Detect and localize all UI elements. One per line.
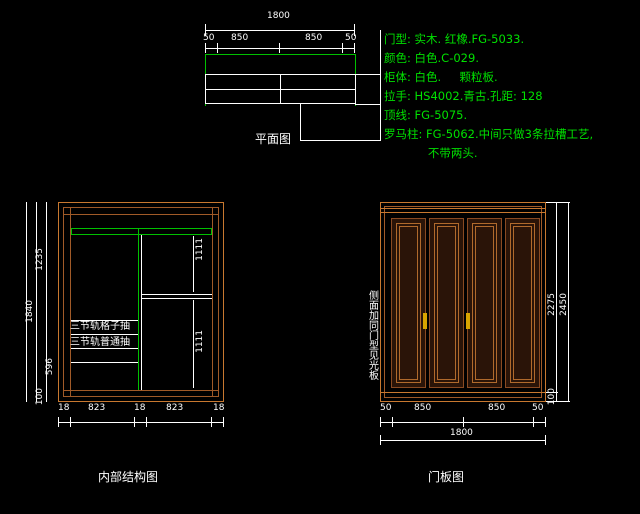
interior-vdim-1840: 1840 bbox=[25, 300, 35, 323]
plan-top-green-line bbox=[205, 54, 356, 55]
spec-note-4: 顶线: FG-5075. bbox=[384, 108, 468, 122]
spec-note-2: 柜体: 白色. 颗粒板. bbox=[384, 70, 498, 84]
interior-vdim-1840-label: 1840 bbox=[25, 300, 35, 323]
door-panel-4 bbox=[505, 218, 540, 388]
interior-top-panel-line bbox=[63, 214, 219, 215]
interior-bottom-dim-4: 18 bbox=[213, 403, 225, 413]
door-crown-line bbox=[380, 208, 546, 209]
door-vdim-bottom-tick bbox=[546, 401, 570, 402]
plan-seg-label-0: 50 bbox=[203, 33, 215, 43]
interior-vdim-1235: 1235 bbox=[35, 248, 45, 271]
interior-center-divider bbox=[138, 228, 139, 390]
door-vdim-100-label: 100 bbox=[547, 388, 557, 406]
door-bottom-dim-0: 50 bbox=[380, 403, 392, 413]
interior-inner-dim-2-label: 1111 bbox=[195, 330, 205, 353]
spec-note-1: 颜色: 白色.C-029. bbox=[384, 51, 479, 65]
interior-green-left-cap bbox=[71, 228, 72, 235]
spec-note-6: 不带两头. bbox=[384, 146, 478, 160]
interior-vdim-line-outer2 bbox=[36, 202, 37, 402]
door-handle-right-icon bbox=[466, 313, 470, 329]
interior-drawer-line-1 bbox=[71, 320, 138, 321]
plan-seg-label-3: 50 bbox=[345, 33, 357, 43]
plan-caption: 平面图 bbox=[255, 132, 292, 146]
door-panel-3 bbox=[467, 218, 502, 388]
interior-green-rod bbox=[71, 234, 212, 235]
interior-center-divider-2 bbox=[141, 235, 142, 390]
door-vdim-top-tick bbox=[546, 202, 570, 203]
plan-seg-label-1: 850 bbox=[231, 33, 249, 43]
plan-floor-line bbox=[300, 140, 381, 141]
interior-right-shelf-1b bbox=[141, 298, 212, 299]
door-crown-line-2 bbox=[380, 212, 546, 213]
door-vdim-line-2 bbox=[568, 202, 569, 402]
interior-vdim-line-outer3 bbox=[26, 202, 27, 402]
interior-bottom-panel-line bbox=[63, 390, 219, 391]
door-vdim-line-1 bbox=[556, 202, 557, 402]
door-vdim-2450-label: 2450 bbox=[559, 293, 569, 316]
interior-inner-dim-1-label: 1111 bbox=[195, 238, 205, 261]
interior-vdim-1235-label: 1235 bbox=[35, 248, 45, 271]
plan-mid-horizontal bbox=[205, 89, 356, 90]
plan-wall-line-top bbox=[355, 74, 381, 75]
interior-bottom-dim-1: 823 bbox=[88, 403, 106, 413]
spec-note-0: 门型: 实木. 红橡.FG-5033. bbox=[384, 32, 525, 46]
door-bottom-total-label: 1800 bbox=[450, 428, 473, 438]
interior-inner-dim-2-line bbox=[193, 300, 194, 388]
interior-vdim-100-label: 100 bbox=[35, 388, 45, 406]
interior-bottom-dim-3: 823 bbox=[166, 403, 184, 413]
interior-right-shelf-1 bbox=[141, 294, 212, 295]
interior-bottom-dim-0: 18 bbox=[58, 403, 70, 413]
interior-drawer-line-3 bbox=[71, 348, 138, 349]
door-vdim-2450: 2450 bbox=[559, 293, 569, 316]
door-vdim-2275: 2275 bbox=[547, 293, 557, 316]
interior-vdim-596: 596 bbox=[45, 358, 55, 376]
door-base-line bbox=[380, 392, 546, 393]
door-panel-1 bbox=[391, 218, 426, 388]
plan-wall-line-bottom bbox=[355, 104, 381, 105]
plan-seg-label-2: 850 bbox=[305, 33, 323, 43]
door-bottom-dim-3: 50 bbox=[532, 403, 544, 413]
door-inner-frame bbox=[384, 206, 542, 398]
spec-note-3: 拉手: HS4002.青古.孔距: 128 bbox=[384, 89, 543, 103]
door-side-label: 侧面加同门型见光板 bbox=[366, 290, 378, 380]
spec-note-5: 罗马柱: FG-5062.中间只做3条拉槽工艺, bbox=[384, 127, 594, 141]
door-vdim-2275-label: 2275 bbox=[547, 293, 557, 316]
interior-drawer-label-1: 三节轨格子抽 bbox=[70, 322, 130, 332]
plan-dim-total-label: 1800 bbox=[267, 11, 290, 21]
interior-green-top-shelf bbox=[71, 228, 212, 229]
door-panel-2 bbox=[429, 218, 464, 388]
door-vdim-100: 100 bbox=[547, 388, 557, 406]
interior-green-right-cap bbox=[211, 228, 212, 235]
door-vdim-mid-tick bbox=[546, 392, 558, 393]
interior-drawer-label-2-text: 三节轨普通抽 bbox=[70, 337, 130, 348]
door-bottom-dim-1: 850 bbox=[414, 403, 432, 413]
interior-inner-dim-2: 1111 bbox=[195, 330, 205, 353]
interior-caption: 内部结构图 bbox=[98, 470, 159, 484]
interior-cabinet-outer-frame bbox=[58, 202, 224, 402]
interior-vdim-line-outer bbox=[46, 202, 47, 402]
interior-vdim-100: 100 bbox=[35, 388, 45, 406]
door-caption: 门板图 bbox=[428, 470, 465, 484]
interior-inner-dim-1-line bbox=[193, 236, 194, 292]
interior-inner-dim-1: 1111 bbox=[195, 238, 205, 261]
door-outer-frame bbox=[380, 202, 546, 402]
plan-side-vertical bbox=[300, 104, 301, 141]
interior-drawer-line-2 bbox=[71, 334, 138, 335]
plan-wall-vertical bbox=[380, 30, 381, 140]
interior-vdim-596-label: 596 bbox=[45, 358, 55, 376]
interior-right-panel-line bbox=[212, 207, 213, 397]
interior-drawer-label-2: 三节轨普通抽 bbox=[70, 338, 130, 348]
interior-left-panel-line bbox=[70, 207, 71, 397]
door-handle-left-icon bbox=[423, 313, 427, 329]
interior-drawer-line-4 bbox=[71, 362, 138, 363]
interior-drawer-label-1-text: 三节轨格子抽 bbox=[70, 321, 130, 332]
door-bottom-dim-2: 850 bbox=[488, 403, 506, 413]
interior-bottom-dim-2: 18 bbox=[134, 403, 146, 413]
interior-cabinet-inner-frame bbox=[63, 207, 219, 397]
